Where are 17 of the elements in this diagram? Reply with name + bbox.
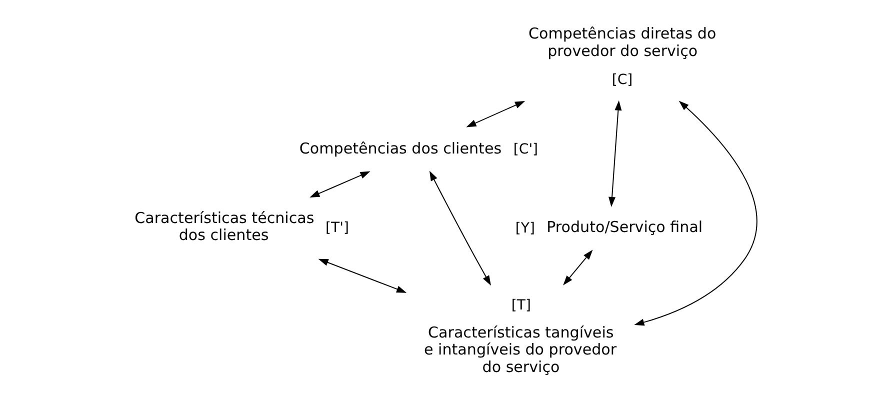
arrow [562, 250, 592, 286]
arrow [466, 100, 525, 128]
node-text: [T] [510, 298, 530, 314]
arrow [608, 100, 622, 207]
arrow [309, 171, 370, 198]
node-label: Características tangíveis e intangíveis do provedor do serviço [423, 324, 616, 376]
node-text: [C] [611, 72, 632, 88]
node-label: Competências diretas do provedor do serviço [528, 24, 716, 60]
node-label: Competências dos clientes [298, 139, 502, 158]
arrow [318, 258, 406, 293]
node-text: [C'] [512, 141, 538, 158]
node-text: [T'] [325, 220, 348, 236]
node-label: Produto/Serviço final [546, 218, 702, 236]
arrow [428, 170, 490, 286]
node-text: [Y] [514, 220, 534, 236]
node-label: Características técnicas dos clientes [134, 209, 314, 244]
arrow [634, 100, 757, 326]
